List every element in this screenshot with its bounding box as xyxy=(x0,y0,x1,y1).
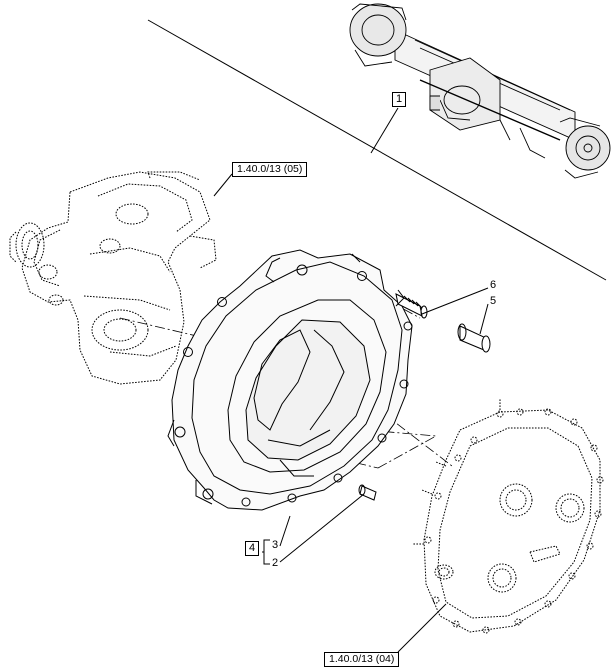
callout-3-leader xyxy=(279,515,291,547)
section-divider-line xyxy=(147,19,607,281)
callout-4-label[interactable]: 4 xyxy=(245,541,260,556)
callout-2-label: 2 xyxy=(272,557,279,569)
callout-6-leader xyxy=(421,287,489,315)
callout-6-label: 6 xyxy=(490,279,497,291)
callout-1-label[interactable]: 1 xyxy=(392,92,407,107)
ref-04-leader xyxy=(397,603,447,653)
reference-link-05[interactable]: 1.40.0/13 (05) xyxy=(232,162,308,177)
ref-05-leader xyxy=(213,173,233,197)
callout-5-leader xyxy=(479,303,489,335)
callout-1-leader xyxy=(370,107,399,154)
callout-3-label: 3 xyxy=(272,539,279,551)
wheel-hub-cover-illustration xyxy=(412,398,604,634)
dowel-pin-item-2 xyxy=(358,484,377,501)
callout-5-label: 5 xyxy=(490,295,497,307)
callout-4-bracket xyxy=(262,539,270,565)
reference-link-04[interactable]: 1.40.0/13 (04) xyxy=(324,652,400,667)
callout-2-leader xyxy=(279,493,365,563)
hub-housing-illustration xyxy=(167,249,413,511)
steering-knuckle-illustration xyxy=(9,171,217,385)
pin-item-5 xyxy=(457,323,491,353)
axle-assembly-illustration xyxy=(349,3,611,179)
